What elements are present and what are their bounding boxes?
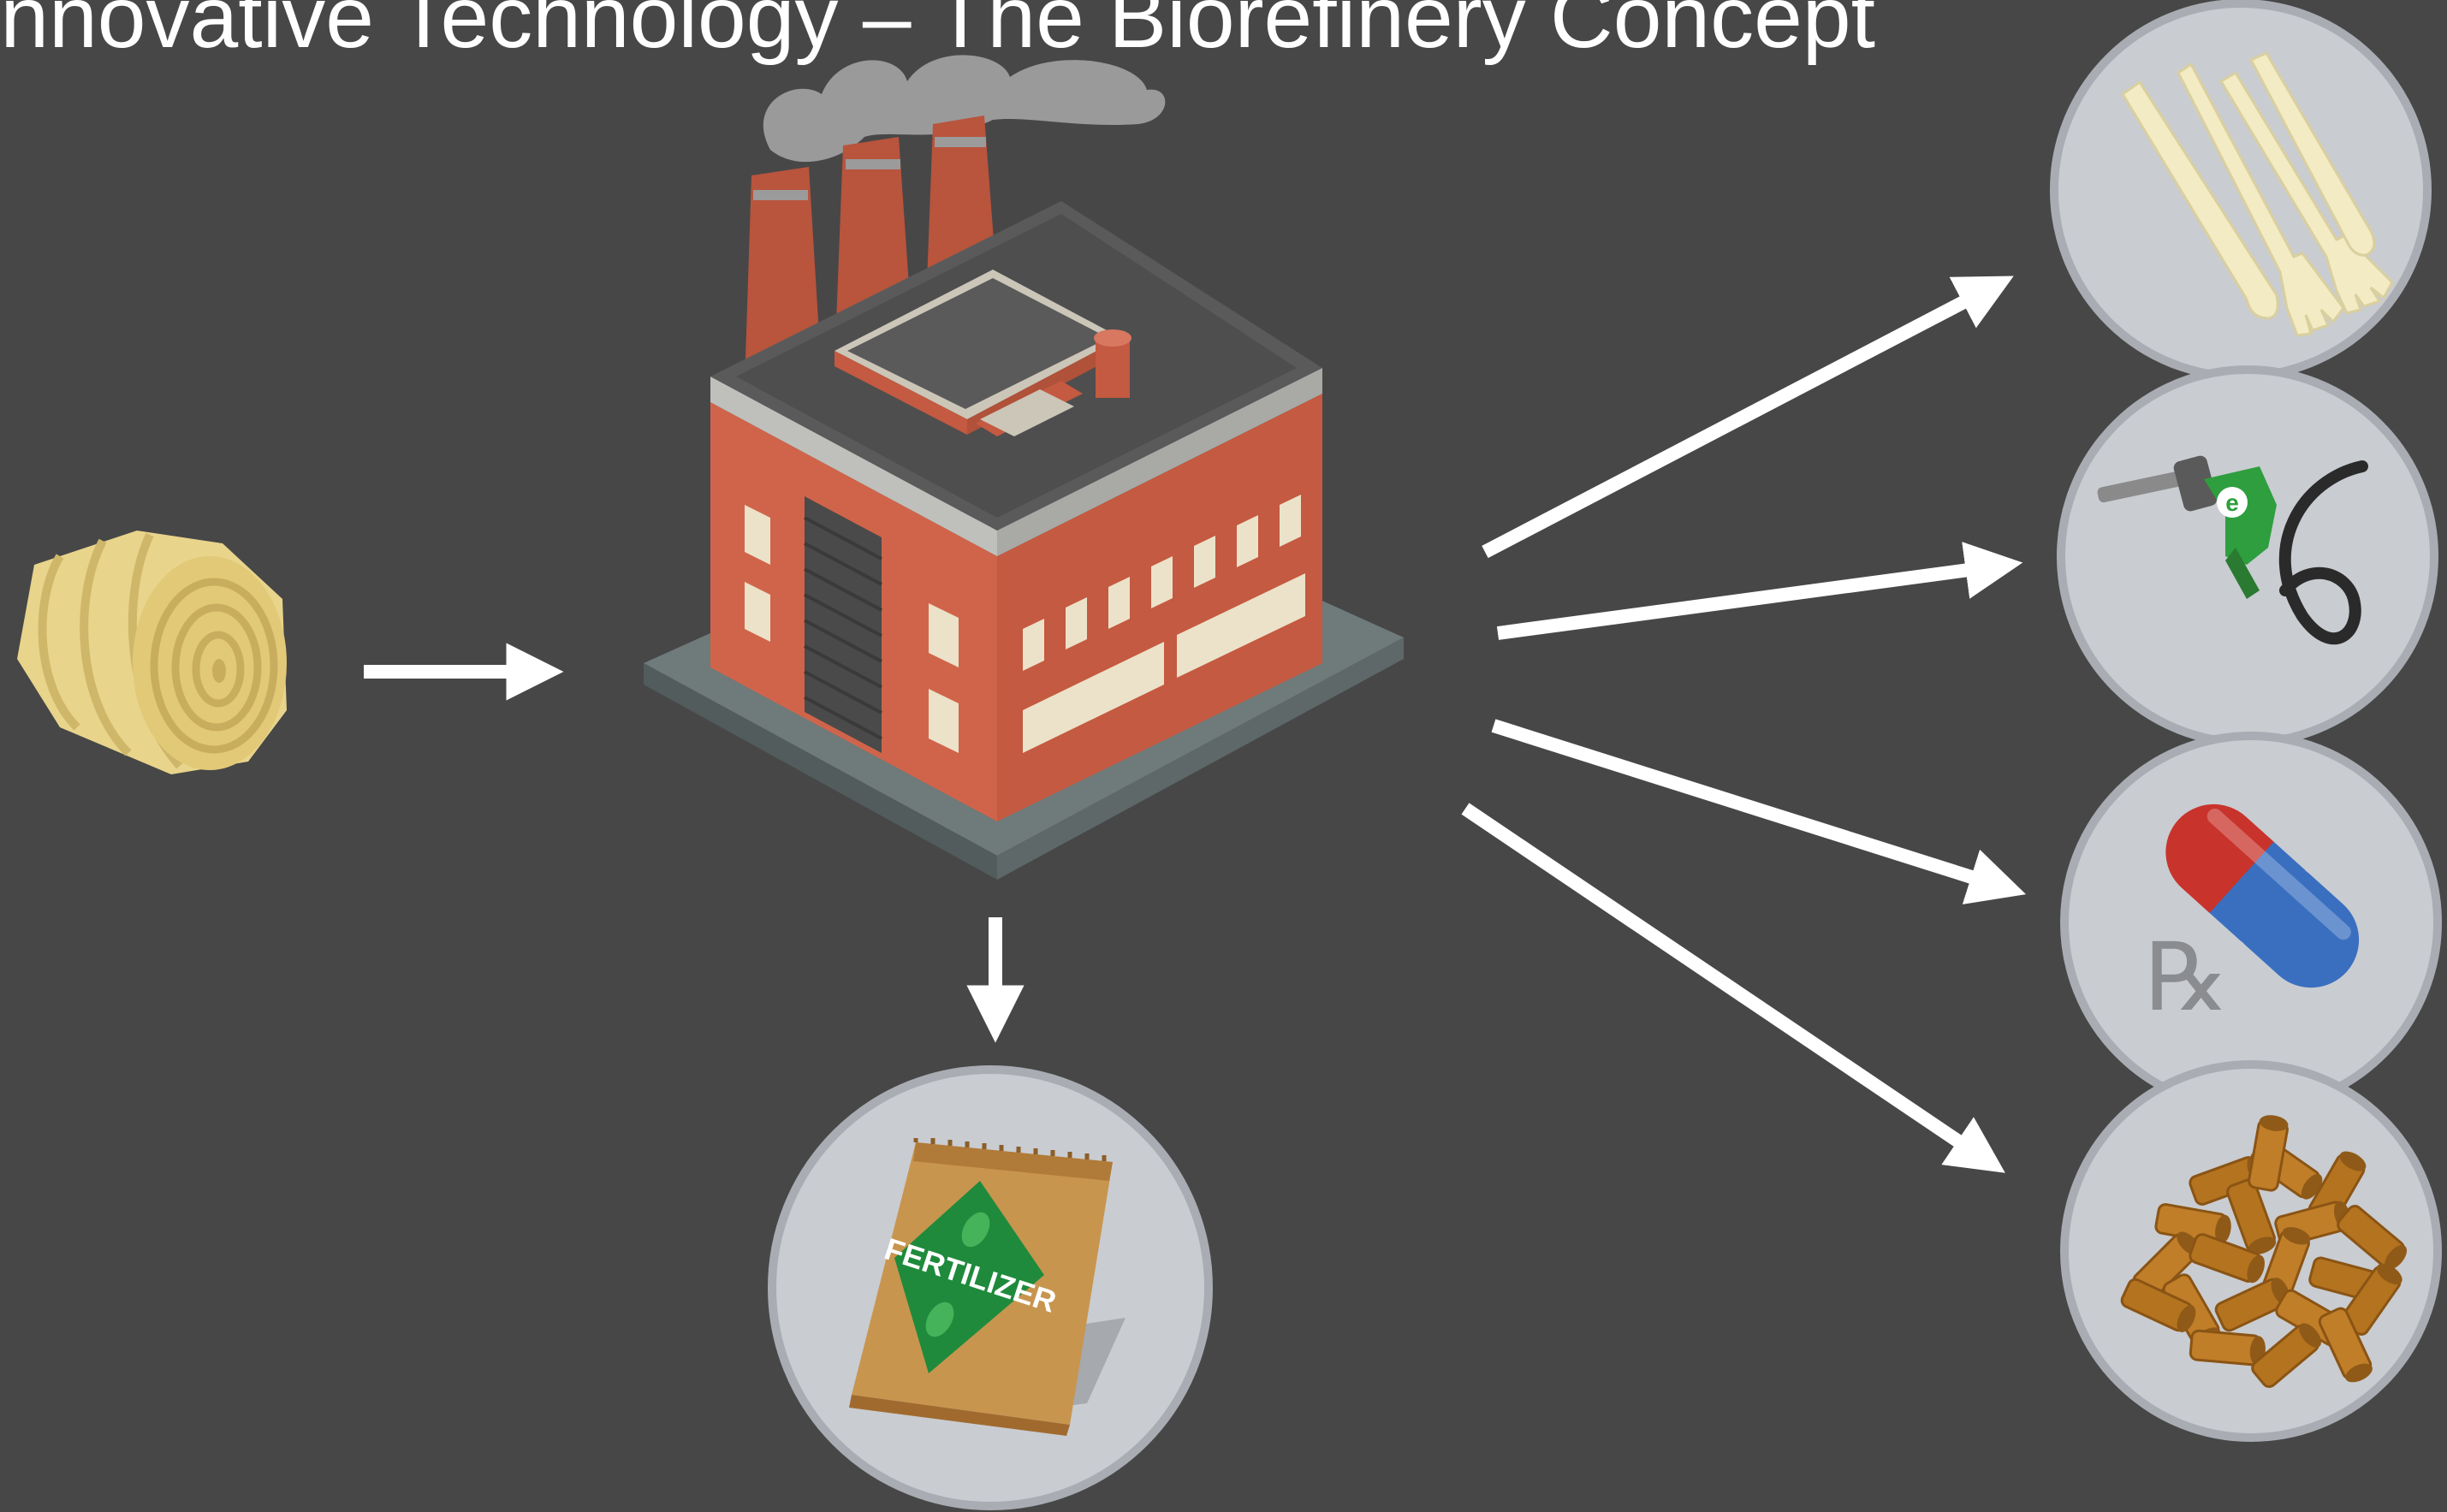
bioplastic-cutlery-icon [2120,51,2394,337]
output-bioplastic-cutlery [2050,0,2432,381]
fertilizer-bag-icon: FERTILIZER [849,1138,1126,1436]
arrows [364,276,2027,1173]
hay-bale-icon [17,531,287,774]
arrow-factory-to-capsule [1491,719,2027,904]
arrow-factory-to-pellets [1461,803,2005,1173]
output-ethanol-fuel: e [2057,365,2438,747]
output-biomass-pellets [2060,1060,2442,1442]
output-fertilizer: FERTILIZER [768,1065,1213,1510]
output-pharmaceutical: ℞ [2060,732,2442,1113]
rx-symbol: ℞ [2145,922,2230,1032]
biomass-pellets-icon [2120,1115,2408,1388]
pharmaceutical-capsule-icon [2165,803,2360,988]
arrow-factory-to-cutlery [1482,276,2014,559]
factory-icon [644,55,1404,880]
slide-title: Innovative Technology – The Biorefinery … [0,0,1875,66]
fuel-badge: e [2225,489,2239,516]
arrow-factory-to-fuel [1496,542,2023,640]
ethanol-fuel-nozzle-icon: e [2097,455,2368,645]
